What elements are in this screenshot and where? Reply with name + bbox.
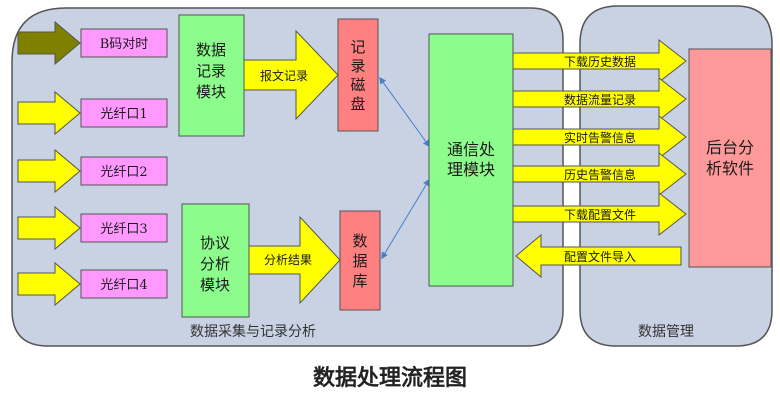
input-port-label: 光纤口3: [100, 222, 147, 237]
flow-arrow: [512, 191, 687, 237]
input-port-label: 光纤口2: [100, 165, 147, 180]
acquisition-panel-label: 数据采集与记录分析: [190, 323, 316, 340]
flow-label: 下载配置文件: [564, 207, 636, 222]
disk-char-4: 盘: [350, 95, 365, 113]
input-port-box: [80, 98, 168, 128]
database-char-2: 据: [352, 252, 367, 270]
management-panel-label: 数据管理: [638, 324, 694, 340]
backend-line-2: 析软件: [706, 159, 754, 178]
input-port-label: B码对时: [100, 37, 149, 52]
input-port-label: 光纤口1: [100, 107, 147, 122]
record-module-line-3: 模块: [196, 83, 226, 101]
flow-arrow: [512, 38, 687, 84]
diagram-title: 数据处理流程图: [313, 365, 467, 391]
database-char-3: 库: [352, 272, 367, 290]
analysis-arrow: [248, 215, 341, 305]
input-port-box: [80, 156, 168, 186]
flow-label: 下载历史数据: [564, 54, 636, 69]
data-record-module: [178, 14, 245, 137]
flow-label: 历史告警信息: [564, 167, 636, 182]
input-arrow: [17, 148, 81, 194]
disk-char-2: 录: [350, 57, 365, 75]
comm-module-line-2: 理模块: [447, 160, 495, 179]
input-port-box: [80, 28, 168, 58]
input-arrow: [17, 90, 81, 136]
input-arrow: [17, 205, 81, 251]
record-module-line-1: 数据: [196, 41, 226, 59]
comm-processing-module: [428, 33, 514, 287]
input-arrow: [17, 20, 81, 66]
analysis-module-line-2: 分析: [200, 255, 230, 273]
disk-char-3: 磁: [350, 76, 365, 94]
comm-module-line-1: 通信处: [447, 140, 495, 159]
input-port-box: [80, 269, 168, 299]
database-comm-link: [381, 178, 430, 260]
flow-arrow: [515, 233, 682, 279]
record-disk: [337, 18, 379, 132]
backend-line-1: 后台分: [706, 138, 754, 157]
flow-arrow: [512, 151, 687, 197]
analysis-module-line-3: 模块: [200, 276, 230, 294]
input-port-box: [80, 213, 168, 243]
protocol-analysis-module: [181, 203, 250, 318]
flow-label: 实时告警信息: [564, 130, 636, 145]
backend-analysis-software: [688, 48, 772, 268]
flow-arrow: [512, 76, 687, 122]
input-port-label: 光纤口4: [100, 278, 147, 293]
input-arrow: [17, 261, 81, 307]
database: [339, 210, 381, 311]
record-module-line-2: 记录: [196, 62, 226, 80]
flow-label: 数据流量记录: [564, 92, 636, 107]
flow-arrow: [512, 114, 687, 160]
disk-comm-link: [379, 76, 430, 148]
record-arrow: [243, 29, 339, 121]
disk-char-1: 记: [350, 38, 365, 56]
analysis-module-line-1: 协议: [200, 234, 230, 252]
database-char-1: 数: [352, 232, 367, 250]
record-arrow-label: 报文记录: [260, 68, 308, 83]
flow-label: 配置文件导入: [564, 249, 636, 264]
analysis-arrow-label: 分析结果: [264, 253, 312, 267]
